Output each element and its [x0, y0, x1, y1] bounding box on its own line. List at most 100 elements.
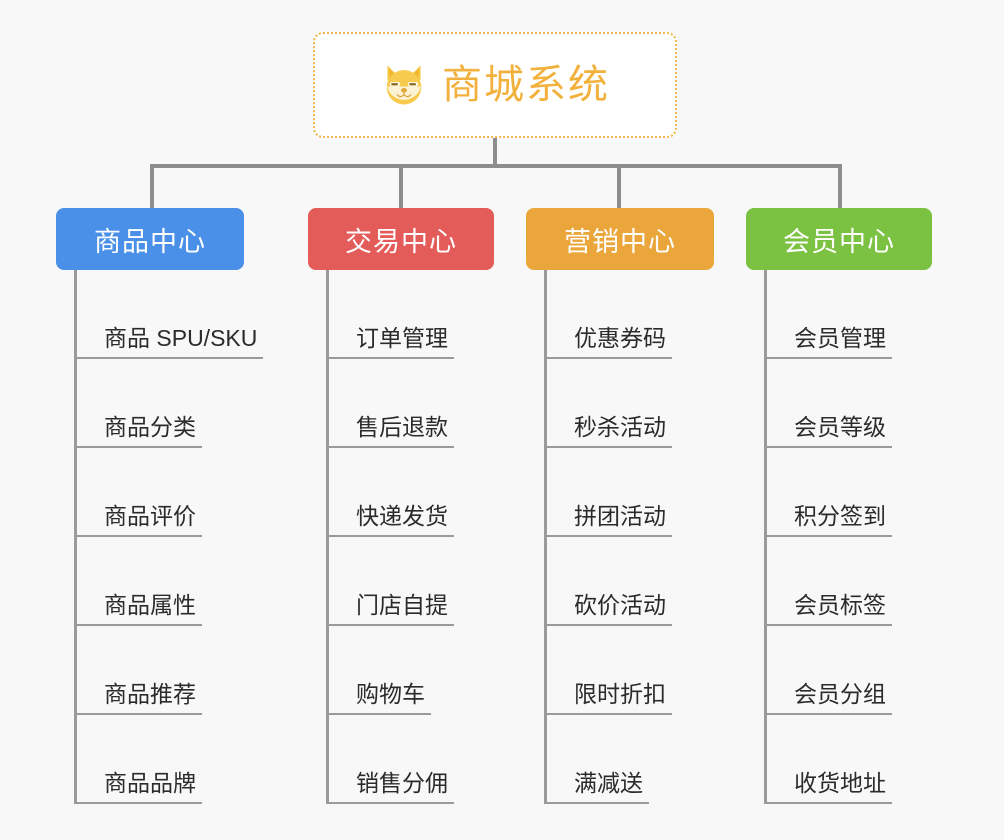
item-label: 购物车: [356, 681, 425, 707]
shiba-dog-face-icon: [386, 65, 422, 105]
item-underline: [74, 802, 202, 804]
item-label: 限时折扣: [574, 681, 666, 707]
group-header-4[interactable]: 会员中心: [746, 208, 932, 270]
item-label: 商品分类: [104, 414, 196, 440]
item-label: 收货地址: [794, 770, 886, 796]
item-underline: [764, 713, 892, 715]
list-item[interactable]: 商品推荐: [74, 626, 257, 715]
connector-horizontal-bar: [150, 164, 842, 168]
list-item[interactable]: 门店自提: [326, 537, 494, 626]
item-label: 订单管理: [356, 325, 448, 351]
group-items-4: 会员管理 会员等级 积分签到 会员标签 会员分组 收货地址: [764, 270, 932, 804]
list-item[interactable]: 售后退款: [326, 359, 494, 448]
connector-drop-1: [150, 164, 154, 208]
item-underline: [544, 535, 672, 537]
item-underline: [326, 802, 454, 804]
list-item[interactable]: 收货地址: [764, 715, 932, 804]
item-label: 商品 SPU/SKU: [104, 325, 258, 351]
item-label: 会员管理: [794, 325, 886, 351]
item-label: 商品评价: [104, 503, 196, 529]
list-item[interactable]: 会员分组: [764, 626, 932, 715]
item-underline: [764, 446, 892, 448]
item-underline: [74, 535, 202, 537]
list-item[interactable]: 商品品牌: [74, 715, 257, 804]
item-underline: [74, 713, 202, 715]
item-label: 门店自提: [356, 592, 448, 618]
group-column-2: 交易中心 订单管理 售后退款 快递发货 门店自提 购物车: [308, 208, 494, 804]
item-label: 秒杀活动: [574, 414, 666, 440]
group-header-3[interactable]: 营销中心: [526, 208, 714, 270]
item-label: 售后退款: [356, 414, 448, 440]
list-item[interactable]: 砍价活动: [544, 537, 714, 626]
list-item[interactable]: 购物车: [326, 626, 494, 715]
trunk-line-1: [74, 270, 77, 804]
list-item[interactable]: 商品分类: [74, 359, 257, 448]
item-label: 商品推荐: [104, 681, 196, 707]
item-label: 会员分组: [794, 681, 886, 707]
list-item[interactable]: 优惠券码: [544, 270, 714, 359]
item-underline: [326, 713, 431, 715]
connector-drop-2: [399, 164, 403, 208]
item-label: 快递发货: [356, 503, 448, 529]
group-header-1[interactable]: 商品中心: [56, 208, 244, 270]
item-label: 会员标签: [794, 592, 886, 618]
list-item[interactable]: 会员等级: [764, 359, 932, 448]
connector-stem: [493, 138, 497, 168]
list-item[interactable]: 快递发货: [326, 448, 494, 537]
item-underline: [326, 446, 454, 448]
group-label-4: 会员中心: [783, 226, 895, 257]
list-item[interactable]: 限时折扣: [544, 626, 714, 715]
group-label-3: 营销中心: [564, 226, 676, 257]
trunk-line-4: [764, 270, 767, 804]
group-label-2: 交易中心: [345, 226, 457, 257]
root-node[interactable]: 商城系统: [313, 32, 677, 138]
list-item[interactable]: 满减送: [544, 715, 714, 804]
group-column-4: 会员中心 会员管理 会员等级 积分签到 会员标签 会员分组: [746, 208, 932, 804]
item-underline: [544, 624, 672, 626]
item-underline: [764, 357, 892, 359]
item-label: 拼团活动: [574, 503, 666, 529]
item-underline: [544, 713, 672, 715]
item-underline: [74, 624, 202, 626]
list-item[interactable]: 秒杀活动: [544, 359, 714, 448]
item-label: 砍价活动: [574, 592, 666, 618]
trunk-line-2: [326, 270, 329, 804]
group-column-1: 商品中心 商品 SPU/SKU 商品分类 商品评价 商品属性 商品推荐: [56, 208, 263, 804]
trunk-line-3: [544, 270, 547, 804]
item-label: 商品品牌: [104, 770, 196, 796]
item-underline: [74, 357, 263, 359]
item-label: 优惠券码: [574, 325, 666, 351]
item-underline: [326, 624, 454, 626]
item-underline: [544, 357, 672, 359]
item-underline: [326, 535, 454, 537]
connector-drop-4: [838, 164, 842, 208]
root-title: 商城系统: [442, 63, 610, 107]
group-items-2: 订单管理 售后退款 快递发货 门店自提 购物车 销售分佣: [326, 270, 494, 804]
item-label: 积分签到: [794, 503, 886, 529]
item-underline: [544, 802, 649, 804]
list-item[interactable]: 会员管理: [764, 270, 932, 359]
list-item[interactable]: 拼团活动: [544, 448, 714, 537]
group-label-1: 商品中心: [94, 226, 206, 257]
list-item[interactable]: 订单管理: [326, 270, 494, 359]
item-label: 会员等级: [794, 414, 886, 440]
group-items-3: 优惠券码 秒杀活动 拼团活动 砍价活动 限时折扣 满减送: [544, 270, 714, 804]
item-underline: [544, 446, 672, 448]
list-item[interactable]: 商品 SPU/SKU: [74, 270, 263, 359]
group-items-1: 商品 SPU/SKU 商品分类 商品评价 商品属性 商品推荐 商品品牌: [74, 270, 263, 804]
item-underline: [764, 802, 892, 804]
list-item[interactable]: 商品评价: [74, 448, 257, 537]
connector-drop-3: [617, 164, 621, 208]
item-underline: [74, 446, 202, 448]
list-item[interactable]: 会员标签: [764, 537, 932, 626]
list-item[interactable]: 销售分佣: [326, 715, 494, 804]
list-item[interactable]: 积分签到: [764, 448, 932, 537]
item-underline: [764, 535, 892, 537]
item-label: 销售分佣: [356, 770, 448, 796]
item-underline: [326, 357, 454, 359]
item-underline: [764, 624, 892, 626]
group-header-2[interactable]: 交易中心: [308, 208, 494, 270]
group-column-3: 营销中心 优惠券码 秒杀活动 拼团活动 砍价活动 限时折扣: [526, 208, 714, 804]
list-item[interactable]: 商品属性: [74, 537, 257, 626]
